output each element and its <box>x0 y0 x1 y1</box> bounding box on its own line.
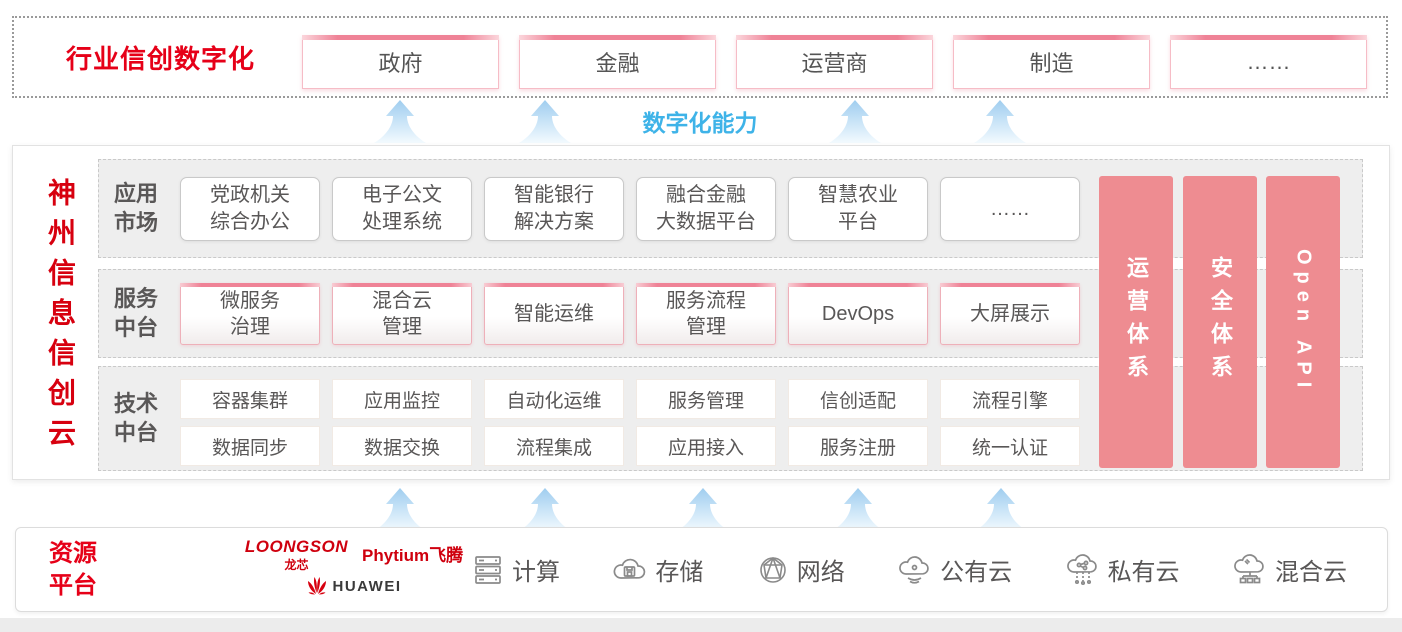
app-box: 电子公文 处理系统 <box>332 177 472 241</box>
resource-item-private-cloud: 私有云 <box>1065 552 1180 587</box>
industry-box-manufacturing: 制造 <box>953 35 1150 89</box>
industry-label: 运营商 <box>801 51 868 76</box>
app-market-boxes: 党政机关 综合办公 电子公文 处理系统 智能银行 解决方案 融合金融 大数据平台… <box>180 177 1080 241</box>
tech-box: 服务注册 <box>788 426 928 466</box>
app-box: 融合金融 大数据平台 <box>636 177 776 241</box>
vendor-logos: LOONGSON 龙芯 Phytium飞腾 HUAWEI <box>214 537 494 595</box>
service-box: 智能运维 <box>484 283 624 345</box>
app-box: 智慧农业 平台 <box>788 177 928 241</box>
service-platform-label: 服务 中台 <box>114 285 159 340</box>
industry-box-more: …… <box>1170 35 1367 89</box>
up-arrow-icon <box>975 488 1027 531</box>
industry-label: 金融 <box>595 51 640 76</box>
tech-box: 流程集成 <box>484 426 624 466</box>
pillar-operation-system: 运营体系 <box>1099 176 1173 468</box>
resource-item-hybrid-cloud: 混合云 <box>1232 552 1347 587</box>
industry-label: 制造 <box>1029 51 1074 76</box>
resource-item-compute: 计算 <box>471 552 560 587</box>
storage-icon <box>613 558 646 579</box>
resource-item-storage: 存储 <box>612 552 703 587</box>
app-market-panel: 应用 市场 党政机关 综合办公 电子公文 处理系统 智能银行 解决方案 融合金融… <box>98 159 1363 258</box>
bottom-strip <box>0 618 1402 632</box>
platform-main-box: 神州信息信创云 应用 市场 党政机关 综合办公 电子公文 处理系统 智能银行 解… <box>12 145 1390 480</box>
resource-platform-box: 资源 平台 LOONGSON 龙芯 Phytium飞腾 <box>15 527 1388 612</box>
industry-band-title: 行业信创数字化 <box>66 43 256 74</box>
tech-platform-label: 技术 中台 <box>114 390 159 445</box>
resource-platform-title: 资源 平台 <box>49 540 97 599</box>
app-box: 党政机关 综合办公 <box>180 177 320 241</box>
industry-list: 政府 金融 运营商 制造 …… <box>302 35 1367 89</box>
industry-label: 政府 <box>378 51 423 76</box>
industry-box-finance: 金融 <box>519 35 716 89</box>
app-box: 智能银行 解决方案 <box>484 177 624 241</box>
tech-platform-boxes-top: 容器集群 应用监控 自动化运维 服务管理 信创适配 流程引擎 <box>180 379 1080 419</box>
hybrid-cloud-icon <box>1234 553 1264 583</box>
huawei-logo: HUAWEI <box>307 577 402 595</box>
resource-item-public-cloud: 公有云 <box>897 552 1012 587</box>
up-arrow-icon <box>677 488 729 531</box>
compute-icon <box>475 555 501 584</box>
public-cloud-icon <box>899 555 929 584</box>
tech-box: 流程引擎 <box>940 379 1080 419</box>
network-icon <box>759 556 786 583</box>
service-platform-boxes: 微服务 治理 混合云 管理 智能运维 服务流程 管理 DevOps 大屏展示 <box>180 283 1080 345</box>
platform-vertical-title: 神州信息信创云 <box>45 178 76 458</box>
tech-platform-boxes-bottom: 数据同步 数据交换 流程集成 应用接入 服务注册 统一认证 <box>180 426 1080 466</box>
industry-box-government: 政府 <box>302 35 499 89</box>
service-box: 服务流程 管理 <box>636 283 776 345</box>
pillar-security-system: 安全体系 <box>1183 176 1257 468</box>
tech-box: 数据同步 <box>180 426 320 466</box>
tech-box: 自动化运维 <box>484 379 624 419</box>
tech-box: 数据交换 <box>332 426 472 466</box>
tech-box: 应用接入 <box>636 426 776 466</box>
service-box: 微服务 治理 <box>180 283 320 345</box>
service-box: 大屏展示 <box>940 283 1080 345</box>
private-cloud-icon <box>1066 553 1097 585</box>
pillar-open-api: Open API <box>1266 176 1340 468</box>
up-arrow-icon <box>974 100 1026 143</box>
capability-label: 数字化能力 <box>642 110 758 136</box>
app-market-label: 应用 市场 <box>114 180 159 235</box>
service-box: DevOps <box>788 283 928 345</box>
tech-box: 服务管理 <box>636 379 776 419</box>
tech-platform-panel: 技术 中台 容器集群 应用监控 自动化运维 服务管理 信创适配 流程引擎 数据同… <box>98 366 1363 471</box>
tech-box: 信创适配 <box>788 379 928 419</box>
industry-band: 行业信创数字化 政府 金融 运营商 制造 …… <box>12 16 1388 98</box>
loongson-logo: LOONGSON 龙芯 <box>244 537 349 572</box>
phytium-logo: Phytium飞腾 <box>362 546 464 565</box>
resource-items: 计算 存储 网络 <box>471 528 1347 611</box>
up-arrow-icon <box>832 488 884 531</box>
tech-box: 统一认证 <box>940 426 1080 466</box>
up-arrow-icon <box>374 100 426 143</box>
up-arrow-icon <box>519 100 571 143</box>
huawei-flower-icon <box>307 577 326 595</box>
up-arrow-icon <box>519 488 571 531</box>
service-platform-panel: 服务 中台 微服务 治理 混合云 管理 智能运维 服务流程 管理 DevOps … <box>98 269 1363 358</box>
tech-box: 容器集群 <box>180 379 320 419</box>
resource-item-network: 网络 <box>756 552 845 587</box>
industry-label: …… <box>1246 49 1291 74</box>
app-box-more: …… <box>940 177 1080 241</box>
tech-box: 应用监控 <box>332 379 472 419</box>
industry-box-operator: 运营商 <box>736 35 933 89</box>
service-box: 混合云 管理 <box>332 283 472 345</box>
up-arrow-icon <box>829 100 881 143</box>
up-arrow-icon <box>374 488 426 531</box>
